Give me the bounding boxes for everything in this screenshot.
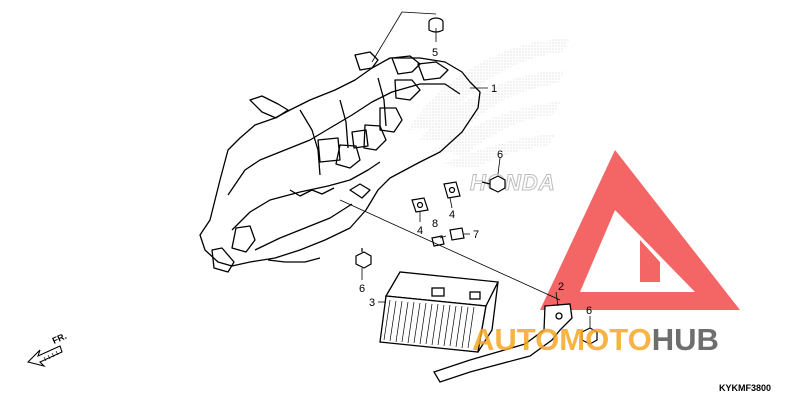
callout-7: 7 [473,229,479,241]
watermark-text: AUTOMOTOHUB [472,322,719,357]
front-direction-label: FR. [51,331,68,346]
callout-6c: 6 [586,305,592,317]
callout-4b: 4 [417,225,423,237]
watermark-moto: MOTO [559,322,651,357]
leader-lines [339,11,591,328]
watermark-auto: AUTO [472,322,559,357]
honda-wing-logo: HONDA [408,38,570,196]
part-2-battery-strap [433,303,573,383]
part-3-battery [379,271,500,353]
watermark-triangle-logo [540,150,740,310]
svg-text:AUTOMOTOHUB: AUTOMOTOHUB [472,322,719,357]
callout-6a: 6 [497,149,503,161]
front-direction-arrow: FR. [26,331,68,368]
callout-8: 8 [432,218,438,230]
callout-numbers: 1 2 3 4 4 5 6 6 6 7 8 [359,47,592,317]
callout-6b: 6 [359,283,365,295]
callout-4a: 4 [449,209,455,221]
part-6-bolt-left [355,248,372,269]
rear-fender-assembly [199,51,481,273]
part-4-nut-a [443,181,461,199]
callout-1: 1 [491,83,497,95]
callout-3: 3 [369,297,375,309]
callout-2: 2 [558,281,564,293]
diagram-code: KYKMF3800 [719,383,771,393]
part-6-bolt-top [481,175,506,193]
callout-5: 5 [432,47,438,59]
part-4-nut-b [411,197,429,213]
part-7-clip [449,227,465,241]
watermark-hub: HUB [652,322,719,357]
